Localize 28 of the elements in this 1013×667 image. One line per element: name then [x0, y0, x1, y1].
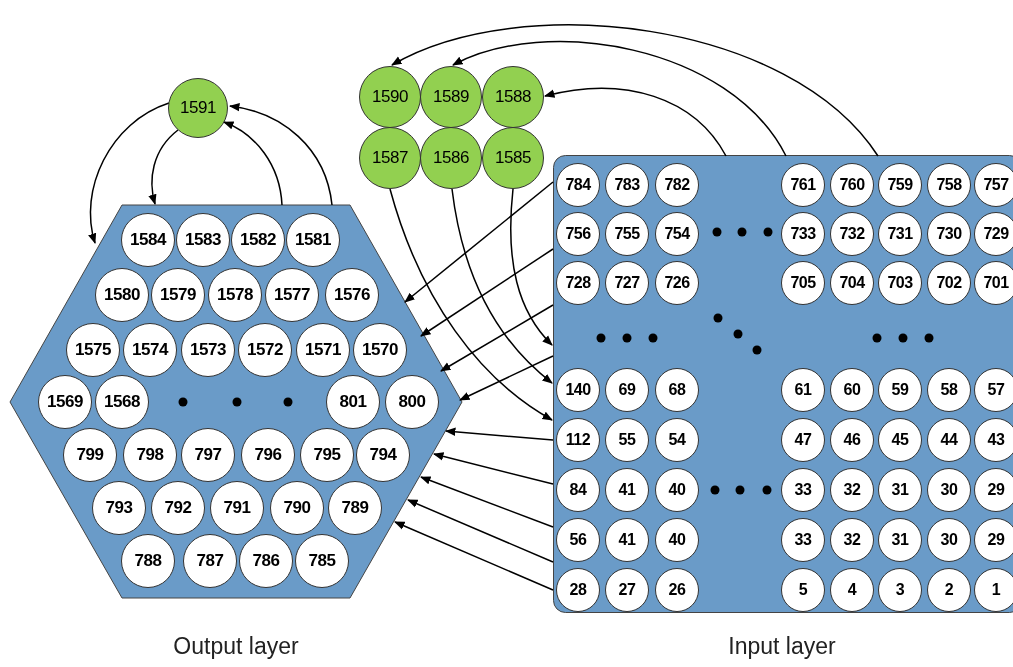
arrow: [444, 427, 554, 441]
arrow: [148, 129, 179, 205]
arrow: [88, 102, 170, 244]
arrow: [543, 87, 727, 157]
neuron-circle: 1588: [482, 66, 544, 128]
layer-label: Input layer: [727, 633, 837, 660]
neuron-circle: 1589: [420, 66, 482, 128]
neuron-circle: 1586: [420, 127, 482, 189]
arrow: [420, 476, 554, 528]
neuron-circle: 1587: [359, 127, 421, 189]
arrow: [451, 188, 553, 384]
arrow: [391, 24, 879, 157]
arrow: [389, 188, 553, 421]
arrow: [440, 304, 554, 372]
arrow: [223, 121, 283, 206]
neuron-circle: 1585: [482, 127, 544, 189]
layer-label: Output layer: [172, 633, 300, 660]
arrow: [459, 355, 554, 401]
arrow: [452, 40, 787, 157]
arrow: [394, 521, 554, 591]
arrow: [407, 499, 554, 563]
arrow: [433, 452, 554, 485]
arrow: [510, 188, 553, 346]
arrow: [420, 248, 554, 337]
neuron-circle: 1590: [359, 66, 421, 128]
arrow: [404, 181, 554, 303]
arrow: [228, 103, 333, 206]
neuron-circle: 1591: [168, 78, 228, 138]
